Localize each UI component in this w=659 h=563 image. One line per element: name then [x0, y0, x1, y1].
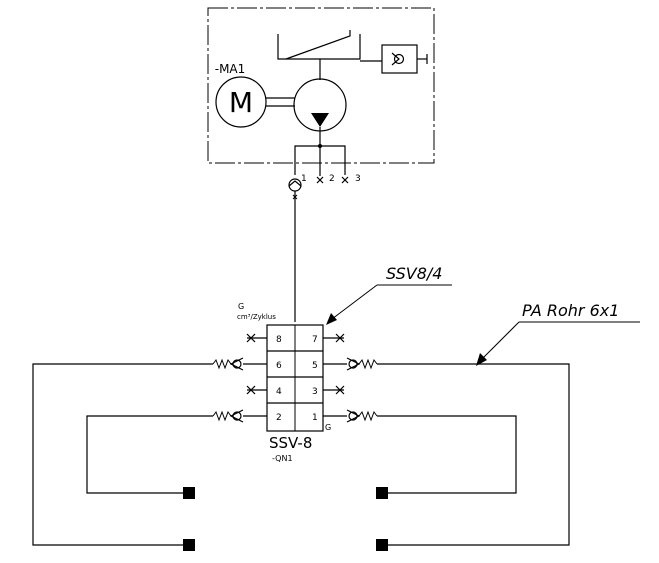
check-valve-icon: [323, 409, 378, 423]
distributor-g-mark: G: [325, 423, 331, 432]
port-2-label: 2: [276, 413, 282, 423]
distributor-unit-label: cm³/Zyklus: [237, 313, 276, 321]
port-5-label: 5: [312, 361, 318, 371]
port-3-label: 3: [312, 387, 318, 397]
check-valve-icon: [212, 357, 267, 371]
distributor-block: [266, 324, 324, 432]
lube-point-marker: [376, 487, 388, 499]
lube-point-marker: [183, 539, 195, 551]
pipe-callout: PA Rohr 6x1: [522, 301, 619, 320]
lube-line-port-1: [377, 415, 517, 494]
port-2-label: 2: [329, 174, 335, 184]
port-4-label: 4: [276, 387, 282, 397]
shaft-coupling: [266, 97, 295, 107]
pressure-switch-icon: [360, 44, 428, 74]
motor-icon: M: [215, 76, 267, 128]
outlet-manifold: [294, 144, 346, 176]
check-valve-icon: [323, 357, 378, 371]
check-valve-icon: [212, 409, 267, 423]
port-1-label: 1: [312, 413, 318, 423]
distributor-tag: -QN1: [272, 454, 293, 463]
port-4-plug-icon: [246, 385, 267, 395]
lube-line-port-2: [86, 415, 213, 494]
port-1: [288, 178, 302, 322]
pump-icon: [293, 78, 347, 146]
distributor-callout-leader: [326, 284, 452, 325]
pump-unit-frame: [207, 7, 435, 164]
distributor-g-label: G: [238, 302, 244, 311]
lube-line-port-6: [32, 363, 213, 546]
port-8-plug-icon: [246, 333, 267, 343]
port-3-plug-icon: [341, 176, 349, 184]
port-7-plug-icon: [323, 333, 345, 343]
lube-line-port-5: [377, 363, 570, 546]
port-8-label: 8: [276, 335, 282, 345]
port-3-label: 3: [355, 174, 361, 184]
reservoir-icon: [277, 30, 361, 80]
port-7-label: 7: [312, 335, 318, 345]
motor-symbol: M: [229, 86, 253, 119]
distributor-callout: SSV8/4: [386, 264, 442, 283]
port-3-plug-icon: [323, 385, 345, 395]
lube-point-marker: [183, 487, 195, 499]
pipe-callout-leader: [476, 321, 640, 366]
motor-tag: -MA1: [215, 62, 246, 76]
lube-point-marker: [376, 539, 388, 551]
distributor-name: SSV-8: [269, 434, 312, 452]
port-2-plug-icon: [316, 176, 324, 184]
port-6-label: 6: [276, 361, 282, 371]
port-1-label: 1: [301, 174, 307, 184]
